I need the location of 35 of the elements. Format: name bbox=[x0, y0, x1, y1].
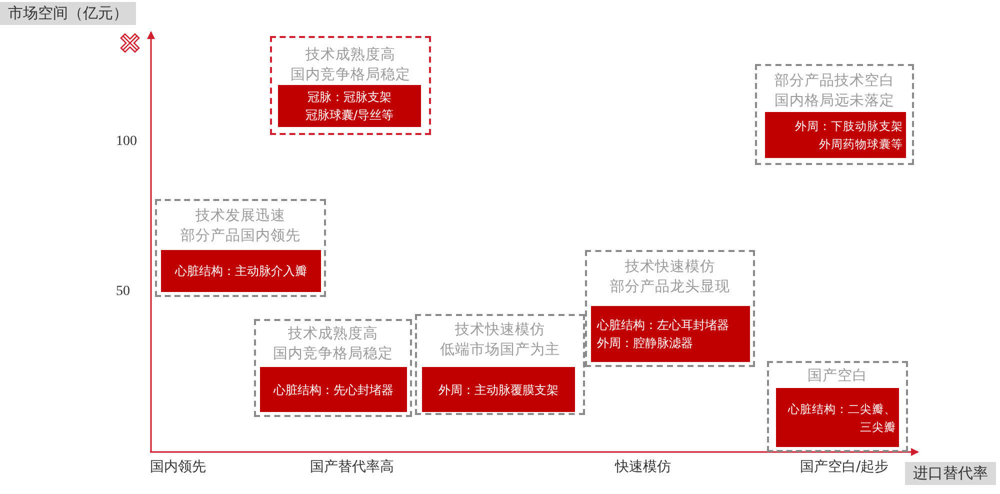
heading-text: 部分产品龙头显现 bbox=[609, 278, 731, 297]
category-box: 心脏结构：主动脉介入瓣 bbox=[161, 250, 321, 292]
axis-category-label: 快速模仿 bbox=[615, 458, 671, 476]
dashed-box bbox=[155, 199, 326, 297]
heading-text: 技术成熟度高 bbox=[304, 46, 396, 65]
dashed-box bbox=[585, 250, 755, 367]
dashed-box bbox=[254, 319, 412, 417]
heading-text: 国内竞争格局稳定 bbox=[290, 66, 412, 85]
axis-category-label: 国产替代率高 bbox=[310, 458, 394, 476]
heading-text: 技术快速模仿 bbox=[624, 258, 716, 277]
axis-category-label: 国内领先 bbox=[150, 458, 206, 476]
heading-text: 国内竞争格局稳定 bbox=[272, 345, 394, 364]
heading-text: 技术快速模仿 bbox=[454, 321, 546, 340]
dashed-box bbox=[270, 36, 431, 135]
category-box: 外周：主动脉覆膜支架 bbox=[422, 367, 575, 412]
tick-label: 100 bbox=[116, 134, 137, 150]
heading-text: 国产空白 bbox=[806, 367, 868, 386]
dashed-box bbox=[755, 64, 914, 165]
heading-text: 部分产品技术空白 bbox=[774, 72, 896, 91]
heading-text: 部分产品国内领先 bbox=[180, 227, 302, 246]
category-box: 外周：下肢动脉支架 外周药物球囊等 bbox=[765, 112, 906, 158]
tick-label: 50 bbox=[116, 284, 130, 300]
category-box: 心脏结构：左心耳封堵器 外周：腔静脉滤器 bbox=[591, 306, 750, 362]
axis-title: 进口替代率 bbox=[905, 462, 996, 485]
axis-category-label: 国产空白/起步 bbox=[800, 458, 889, 476]
dashed-box bbox=[415, 314, 585, 415]
axis-title: 市场空间（亿元） bbox=[0, 2, 136, 25]
heading-text: 技术成熟度高 bbox=[287, 325, 379, 344]
category-box: 心脏结构：二尖瓣、三尖瓣 bbox=[776, 388, 899, 447]
category-box: 心脏结构：先心封堵器 bbox=[260, 367, 407, 412]
heading-text: 低端市场国产为主 bbox=[439, 341, 561, 360]
dashed-box bbox=[767, 361, 908, 452]
heading-text: 国内格局远未落定 bbox=[774, 92, 896, 111]
category-box: 冠脉：冠脉支架 冠脉球囊/导丝等 bbox=[278, 85, 421, 127]
heading-text: 技术发展迅速 bbox=[194, 207, 286, 226]
